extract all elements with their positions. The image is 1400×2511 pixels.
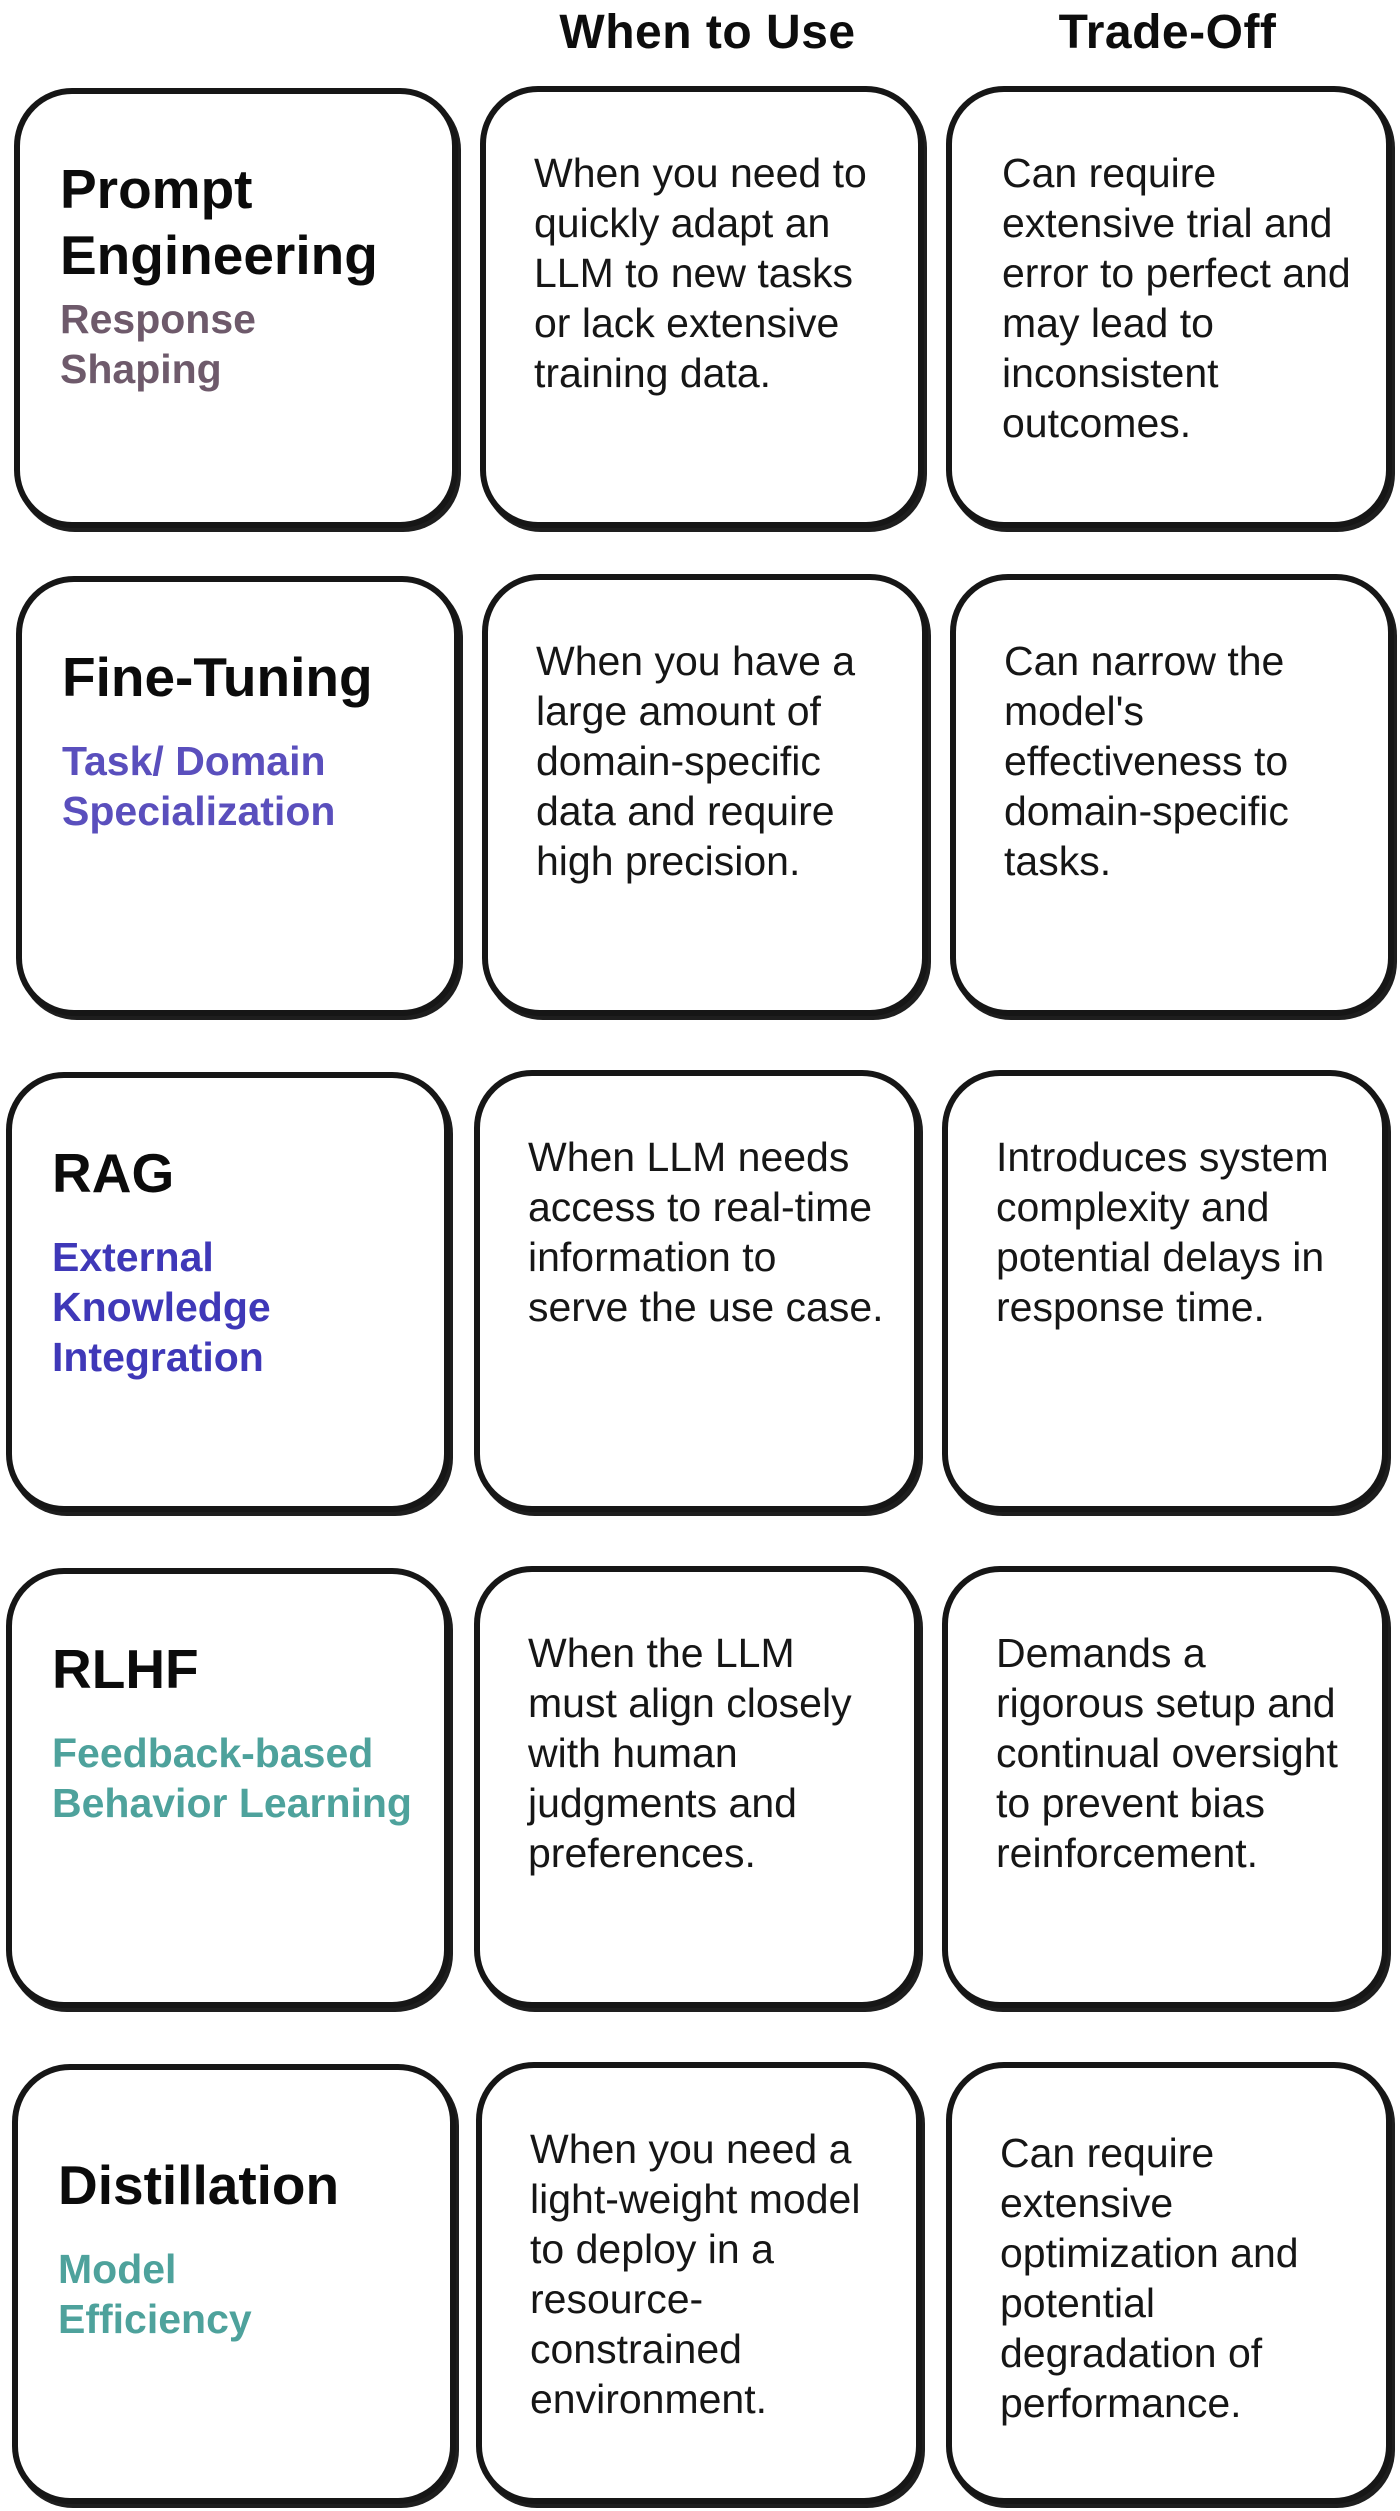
tradeoff-card-fine-tuning: Can narrow the model's effectiveness to … <box>950 574 1394 1016</box>
tradeoff-text: Can narrow the model's effectiveness to … <box>1004 638 1289 884</box>
when-text: When LLM needs access to real-time infor… <box>528 1134 884 1330</box>
when-text: When the LLM must align closely with hum… <box>528 1630 852 1876</box>
method-name: Prompt Engineering <box>60 158 378 286</box>
method-card-distillation: Distillation Model Efficiency <box>12 2064 456 2504</box>
method-name: Distillation <box>58 2154 340 2216</box>
method-subtitle: Model Efficiency <box>58 2246 252 2342</box>
tradeoff-card-rag: Introduces system complexity and potenti… <box>942 1070 1388 1512</box>
method-name: Fine-Tuning <box>62 646 373 708</box>
when-card-rlhf: When the LLM must align closely with hum… <box>474 1566 920 2008</box>
tradeoff-card-rlhf: Demands a rigorous setup and continual o… <box>942 1566 1388 2008</box>
when-text: When you need a light-weight model to de… <box>530 2126 861 2422</box>
when-card-prompt-engineering: When you need to quickly adapt an LLM to… <box>480 86 924 528</box>
method-subtitle: External Knowledge Integration <box>52 1234 271 1380</box>
tradeoff-text: Can require extensive trial and error to… <box>1002 150 1351 446</box>
header-trade-off: Trade-Off <box>1058 5 1277 59</box>
when-text: When you need to quickly adapt an LLM to… <box>534 150 867 396</box>
method-card-fine-tuning: Fine-Tuning Task/ Domain Specialization <box>16 576 460 1016</box>
method-subtitle: Response Shaping <box>60 296 256 392</box>
method-card-rag: RAG External Knowledge Integration <box>6 1072 450 1512</box>
tradeoff-text: Demands a rigorous setup and continual o… <box>996 1630 1338 1876</box>
tradeoff-card-prompt-engineering: Can require extensive trial and error to… <box>946 86 1392 528</box>
tradeoff-text: Can require extensive optimization and p… <box>1000 2130 1299 2426</box>
tradeoff-text: Introduces system complexity and potenti… <box>996 1134 1329 1330</box>
method-name: RAG <box>52 1142 175 1204</box>
method-subtitle: Task/ Domain Specialization <box>62 738 336 834</box>
header-when-to-use: When to Use <box>559 5 856 59</box>
when-text: When you have a large amount of domain-s… <box>536 638 856 884</box>
method-card-prompt-engineering: Prompt Engineering Response Shaping <box>14 88 458 528</box>
method-subtitle: Feedback-based Behavior Learning <box>52 1730 412 1826</box>
tradeoff-card-distillation: Can require extensive optimization and p… <box>946 2062 1392 2504</box>
method-name: RLHF <box>52 1638 199 1700</box>
when-card-distillation: When you need a light-weight model to de… <box>476 2062 922 2504</box>
when-card-fine-tuning: When you have a large amount of domain-s… <box>482 574 928 1016</box>
method-card-rlhf: RLHF Feedback-based Behavior Learning <box>6 1568 450 2008</box>
when-card-rag: When LLM needs access to real-time infor… <box>474 1070 920 1512</box>
